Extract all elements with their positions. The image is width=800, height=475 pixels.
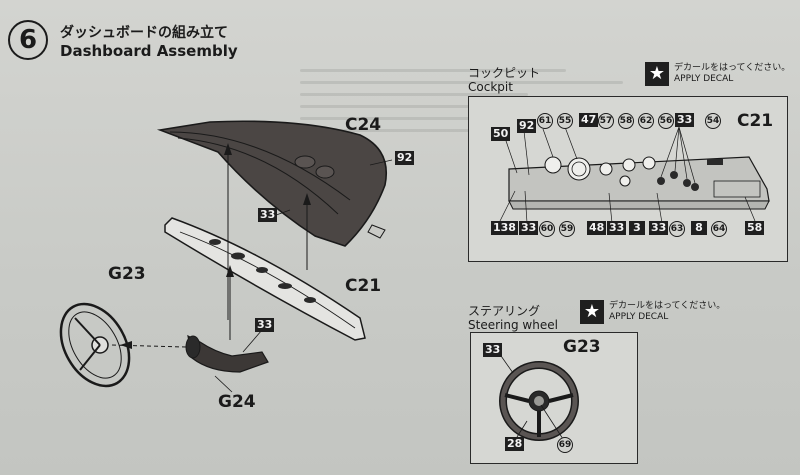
steering-label-69: 69 <box>557 437 573 453</box>
cockpit-label-english: Cockpit <box>468 80 513 94</box>
cockpit-label-60: 60 <box>539 221 555 237</box>
part-number-33-column: 33 <box>255 318 275 332</box>
part-label-c24: C24 <box>345 115 382 135</box>
steering-part-label: G23 <box>563 337 601 357</box>
part-label-g23: G23 <box>108 264 146 284</box>
step-number-badge: 6 <box>8 20 48 60</box>
cockpit-label-japanese: コックピット <box>468 66 541 80</box>
cockpit-label-3: 3 <box>629 221 645 235</box>
cockpit-label-62: 62 <box>638 113 654 129</box>
part-label-g24: G24 <box>218 392 256 412</box>
cockpit-part-label: C21 <box>737 111 774 131</box>
decal-star-icon: ★ <box>645 62 669 86</box>
cockpit-decal-english: APPLY DECAL <box>674 74 734 84</box>
cockpit-label-58: 58 <box>618 113 634 129</box>
cockpit-dashboard-illustration <box>498 126 770 224</box>
steering-label-japanese: ステアリング <box>468 304 541 318</box>
cockpit-label-33-b2: 33 <box>607 221 627 235</box>
assembly-diagram <box>59 120 393 393</box>
part-number-33-dash: 33 <box>258 208 278 222</box>
steering-label-33: 33 <box>483 343 503 357</box>
cockpit-label-59: 59 <box>559 221 575 237</box>
steering-decal-english: APPLY DECAL <box>609 312 669 322</box>
step-title-english: Dashboard Assembly <box>60 42 238 60</box>
steering-decal-japanese: デカールをはってください。 <box>609 301 726 311</box>
part-number-92: 92 <box>395 151 415 165</box>
cockpit-label-61: 61 <box>537 113 553 129</box>
cockpit-label-63: 63 <box>669 221 685 237</box>
part-label-c21: C21 <box>345 276 382 296</box>
cockpit-label-8: 8 <box>691 221 707 235</box>
decal-star-icon: ★ <box>580 300 604 324</box>
cockpit-decal-japanese: デカールをはってください。 <box>674 63 791 73</box>
cockpit-label-33-b3: 33 <box>649 221 669 235</box>
cockpit-label-33-b1: 33 <box>519 221 539 235</box>
cockpit-label-55: 55 <box>557 113 573 129</box>
cockpit-panel: C21 50 92 61 55 47 57 58 62 56 33 54 138… <box>468 96 788 262</box>
cockpit-label-57: 57 <box>598 113 614 129</box>
cockpit-label-50: 50 <box>491 127 511 141</box>
cockpit-decal-note: ★ デカールをはってください。 APPLY DECAL <box>645 62 790 86</box>
cockpit-label-56: 56 <box>658 113 674 129</box>
steering-panel: G23 33 28 69 <box>470 332 638 464</box>
cockpit-label-48: 48 <box>587 221 607 235</box>
steering-wheel-illustration <box>498 352 579 441</box>
cockpit-label-33-top: 33 <box>675 113 695 127</box>
cockpit-label-58-b: 58 <box>745 221 765 235</box>
step-title-japanese: ダッシュボードの組み立て <box>60 25 228 41</box>
steering-decal-note: ★ デカールをはってください。 APPLY DECAL <box>580 300 725 324</box>
cockpit-label-54: 54 <box>705 113 721 129</box>
cockpit-label-47: 47 <box>579 113 599 127</box>
cockpit-label-92: 92 <box>517 119 537 133</box>
cockpit-label-64: 64 <box>711 221 727 237</box>
steering-label-english: Steering wheel <box>468 318 558 332</box>
cockpit-label-138: 138 <box>491 221 518 235</box>
steering-label-28: 28 <box>505 437 525 451</box>
